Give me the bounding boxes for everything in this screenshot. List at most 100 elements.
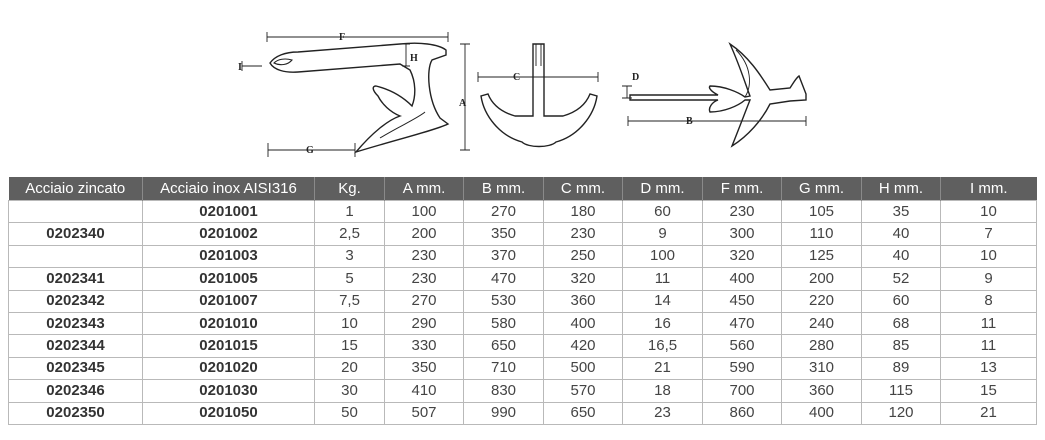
table-cell: 9: [622, 222, 703, 246]
table-cell: 23: [622, 401, 703, 425]
table-cell: 8: [940, 289, 1037, 313]
table-cell: 470: [702, 311, 782, 336]
column-header: F mm.: [702, 177, 782, 201]
anchor-technical-drawings: F H A G I C D B: [238, 32, 807, 157]
column-header: H mm.: [861, 177, 941, 201]
table-cell: 60: [622, 199, 703, 224]
table-cell: 7: [940, 222, 1037, 246]
table-cell: 230: [384, 267, 464, 291]
table-cell: 30: [314, 379, 385, 403]
table-cell: 400: [702, 267, 782, 291]
table-cell: 400: [781, 401, 862, 425]
table-cell: 60: [861, 289, 941, 313]
table-cell: 15: [314, 334, 385, 358]
table-cell: 120: [861, 401, 941, 425]
table-cell: 16,5: [622, 334, 703, 358]
table-cell: 530: [463, 289, 544, 313]
table-cell: 507: [384, 401, 464, 425]
table-cell: 320: [702, 244, 782, 269]
table-cell: 420: [543, 334, 623, 358]
table-cell: 650: [463, 334, 544, 358]
column-header: A mm.: [384, 177, 464, 201]
table-cell: 7,5: [314, 289, 385, 313]
table-cell: 250: [543, 244, 623, 269]
table-cell: 990: [463, 401, 544, 425]
galvanized-code-cell: 0202344: [8, 334, 143, 358]
table-cell: 290: [384, 311, 464, 336]
table-cell: 350: [463, 222, 544, 246]
galvanized-code-cell: [8, 244, 143, 269]
table-cell: 11: [940, 334, 1037, 358]
dim-label-b: B: [686, 116, 693, 127]
table-cell: 9: [940, 267, 1037, 291]
column-header: D mm.: [622, 177, 703, 201]
table-cell: 11: [622, 267, 703, 291]
table-cell: 270: [463, 199, 544, 224]
table-cell: 570: [543, 379, 623, 403]
stainless-code-cell: 0201015: [142, 334, 315, 358]
galvanized-code-cell: 0202340: [8, 222, 143, 246]
table-cell: 10: [940, 244, 1037, 269]
table-cell: 40: [861, 244, 941, 269]
table-cell: 10: [314, 311, 385, 336]
dim-label-i: I: [238, 62, 242, 73]
table-cell: 200: [384, 222, 464, 246]
table-cell: 860: [702, 401, 782, 425]
table-cell: 110: [781, 222, 862, 246]
stainless-code-cell: 0201010: [142, 311, 315, 336]
stainless-code-cell: 0201002: [142, 222, 315, 246]
table-cell: 580: [463, 311, 544, 336]
dim-label-d: D: [632, 72, 639, 83]
dim-label-g: G: [306, 145, 314, 156]
table-cell: 180: [543, 199, 623, 224]
front-view-drawing: [477, 43, 599, 148]
galvanized-code-cell: [8, 199, 143, 224]
table-cell: 360: [543, 289, 623, 313]
table-cell: 115: [861, 379, 941, 403]
stainless-code-cell: 0201050: [142, 401, 315, 425]
galvanized-code-cell: 0202346: [8, 379, 143, 403]
stainless-code-cell: 0201003: [142, 244, 315, 269]
table-cell: 590: [702, 356, 782, 381]
table-cell: 320: [543, 267, 623, 291]
stainless-code-cell: 0201005: [142, 267, 315, 291]
column-header: Acciaio inox AISI316: [142, 177, 315, 201]
table-cell: 13: [940, 356, 1037, 381]
column-header: C mm.: [543, 177, 623, 201]
table-cell: 240: [781, 311, 862, 336]
table-cell: 410: [384, 379, 464, 403]
dim-label-c: C: [513, 72, 520, 83]
table-cell: 100: [622, 244, 703, 269]
table-cell: 15: [940, 379, 1037, 403]
table-cell: 470: [463, 267, 544, 291]
table-cell: 3: [314, 244, 385, 269]
table-cell: 18: [622, 379, 703, 403]
dim-label-h: H: [410, 53, 418, 64]
column-header: Kg.: [314, 177, 385, 201]
table-cell: 105: [781, 199, 862, 224]
table-cell: 68: [861, 311, 941, 336]
table-cell: 2,5: [314, 222, 385, 246]
table-cell: 700: [702, 379, 782, 403]
table-cell: 40: [861, 222, 941, 246]
column-header: Acciaio zincato: [8, 177, 143, 201]
column-header: I mm.: [940, 177, 1037, 201]
table-cell: 300: [702, 222, 782, 246]
galvanized-code-cell: 0202345: [8, 356, 143, 381]
galvanized-code-cell: 0202350: [8, 401, 143, 425]
table-cell: 370: [463, 244, 544, 269]
table-cell: 710: [463, 356, 544, 381]
side-view-drawing: [241, 32, 470, 157]
table-cell: 220: [781, 289, 862, 313]
table-cell: 89: [861, 356, 941, 381]
table-cell: 500: [543, 356, 623, 381]
table-cell: 650: [543, 401, 623, 425]
